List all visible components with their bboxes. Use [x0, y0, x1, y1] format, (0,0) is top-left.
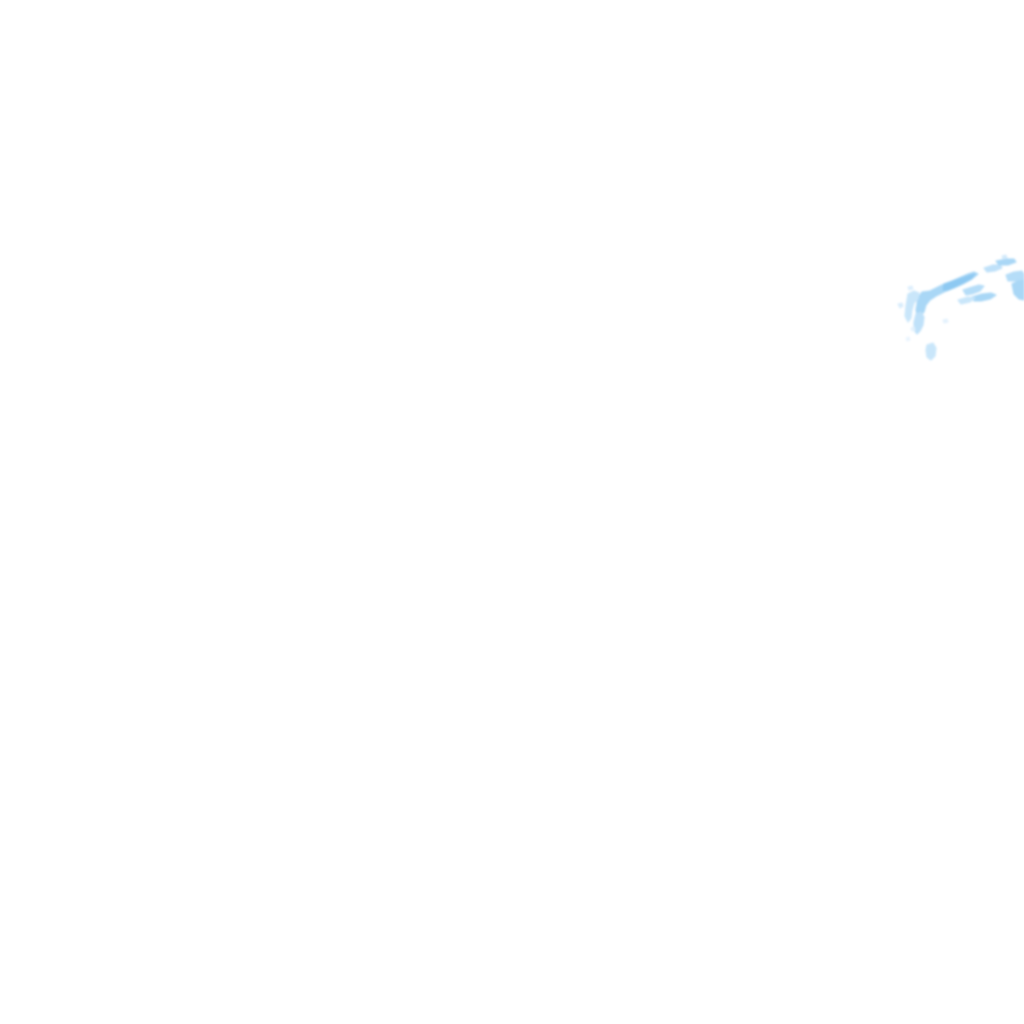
map-feature-layer [0, 0, 1024, 1024]
map-background [0, 0, 1024, 1024]
map-canvas[interactable]: Near-blank white map canvas; only faint … [0, 0, 1024, 1024]
